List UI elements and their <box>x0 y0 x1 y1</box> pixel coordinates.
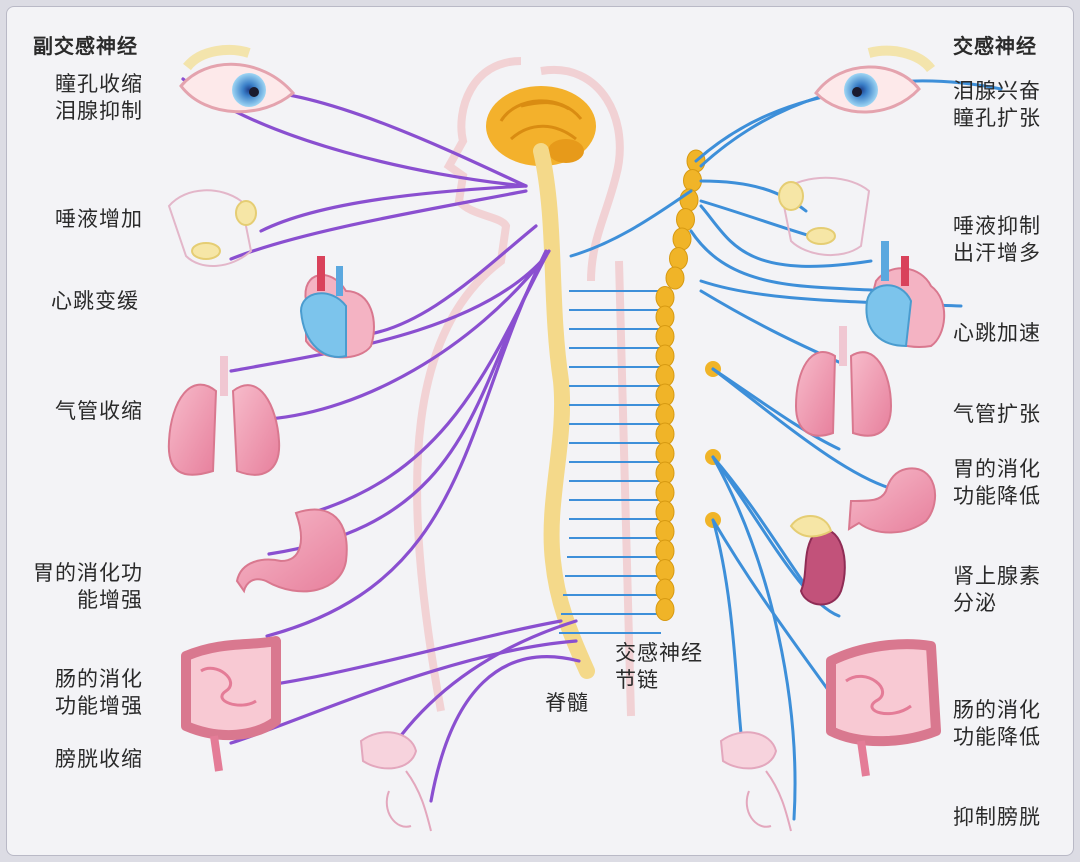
left-intestine <box>181 636 281 772</box>
left-label-heart: 心跳变缓 <box>51 289 139 313</box>
left-heart <box>299 256 375 359</box>
right-stomach <box>847 467 936 534</box>
ganglion <box>655 344 675 368</box>
right-label-bladder: 抑制膀胱 <box>953 805 1041 829</box>
ganglion <box>655 286 675 309</box>
right-eye <box>814 45 935 114</box>
left-salivary-glands <box>167 189 257 268</box>
ganglion <box>683 169 702 192</box>
ganglion <box>655 539 675 563</box>
right-label-eye: 泪腺兴奋 瞳孔扩张 <box>953 79 1041 130</box>
ganglion <box>655 364 675 387</box>
parasympathetic-header: 副交感神经 <box>33 34 138 58</box>
right-heart <box>865 241 946 348</box>
right-lungs <box>794 326 893 437</box>
left-eye <box>179 44 296 114</box>
left-label-eye: 瞳孔收缩 泪腺抑制 <box>55 72 143 123</box>
right-label-saliva: 唾液抑制 出汗增多 <box>953 214 1041 265</box>
right-intestine <box>826 639 941 777</box>
left-label-lungs: 气管收缩 <box>55 399 143 423</box>
ganglion <box>655 305 675 329</box>
spinal-cord <box>533 143 595 679</box>
diagram-frame: 副交感神经 交感神经 瞳孔收缩 泪腺抑制 唾液增加 心跳变缓 气管收缩 胃的消化… <box>6 6 1074 856</box>
ganglion <box>672 227 692 251</box>
right-label-heart: 心跳加速 <box>953 321 1041 345</box>
left-lungs <box>167 356 281 476</box>
ganglion <box>665 266 685 290</box>
ganglion <box>676 208 695 231</box>
right-label-intestine: 肠的消化 功能降低 <box>953 698 1041 749</box>
kidney-adrenal <box>789 515 846 606</box>
right-salivary-glands <box>778 176 871 257</box>
left-bladder <box>359 731 432 832</box>
ganglion <box>655 403 675 426</box>
brain <box>486 86 596 166</box>
right-label-stomach: 胃的消化 功能降低 <box>953 457 1041 508</box>
ganglion <box>655 461 675 485</box>
ganglion <box>655 325 675 348</box>
ganglion <box>655 559 675 582</box>
label-spinal-cord: 脊髓 <box>545 691 589 715</box>
left-label-intestine: 肠的消化 功能增强 <box>55 667 143 718</box>
ganglion <box>655 481 675 504</box>
sympathetic-header: 交感神经 <box>953 34 1037 58</box>
ganglion <box>655 442 675 465</box>
spinal-to-ganglion-connections <box>559 290 661 634</box>
ganglion <box>669 247 688 270</box>
right-bladder <box>719 731 792 832</box>
body-silhouette <box>413 57 635 717</box>
sympathetic-ganglion-chain <box>655 149 706 621</box>
ganglion <box>655 598 675 621</box>
ganglion <box>655 500 675 524</box>
ganglion <box>655 383 675 407</box>
left-stomach <box>235 508 348 594</box>
right-label-adrenal: 肾上腺素 分泌 <box>953 564 1041 615</box>
nervous-system-diagram <box>167 44 1003 832</box>
ganglion <box>655 578 675 602</box>
left-label-stomach: 胃的消化功 能增强 <box>33 561 143 612</box>
ganglion <box>655 520 675 543</box>
left-label-bladder: 膀胱收缩 <box>55 747 143 771</box>
label-ganglion-chain: 交感神经 节链 <box>615 641 703 692</box>
ganglion <box>655 422 675 446</box>
left-label-saliva: 唾液增加 <box>55 207 143 231</box>
right-label-lungs: 气管扩张 <box>953 402 1041 426</box>
